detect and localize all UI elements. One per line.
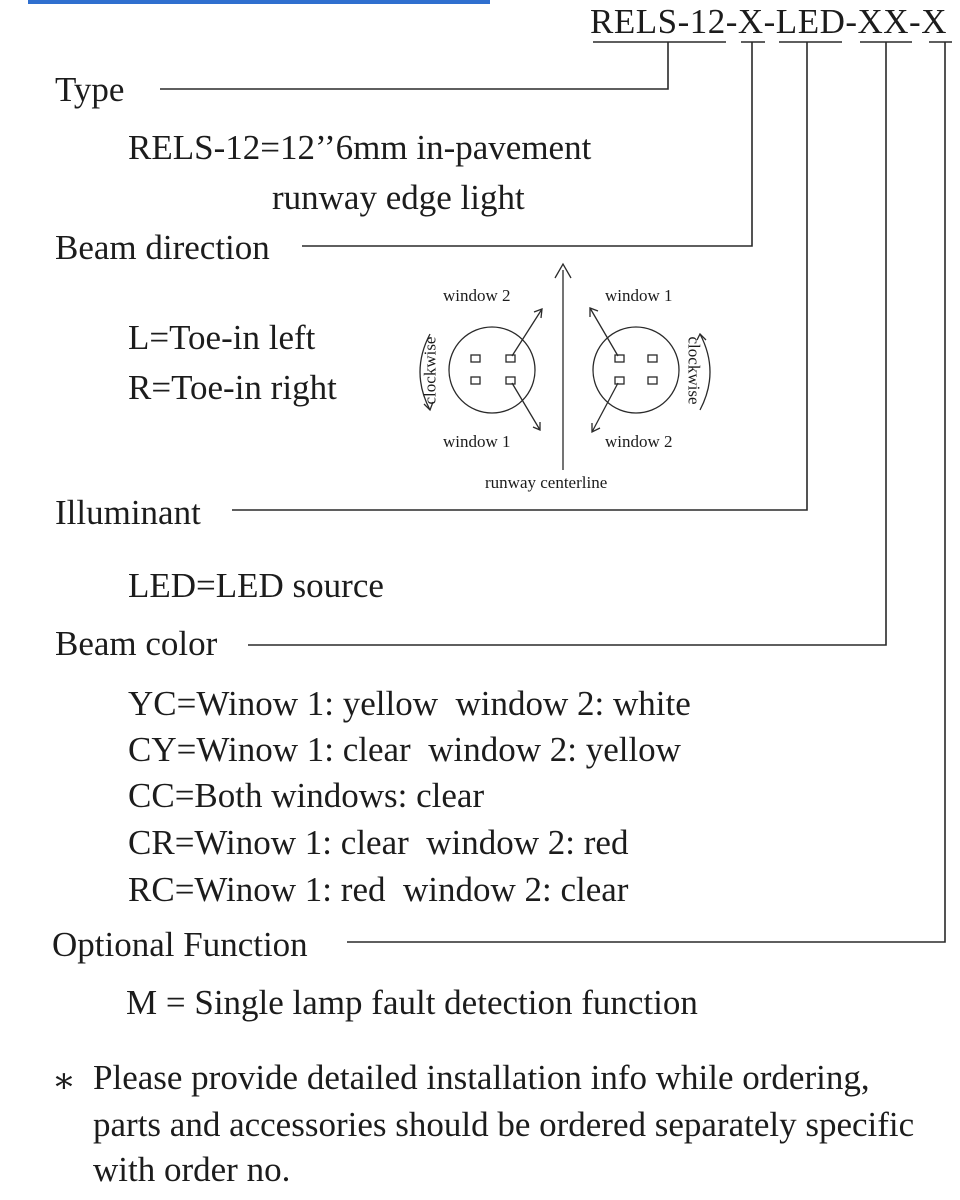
left-fixture-lamp <box>505 354 516 363</box>
beam-color-line: CR=Winow 1: clear window 2: red <box>128 823 629 862</box>
right-rotation-arc <box>699 333 711 411</box>
optional-function-leader <box>347 42 946 943</box>
optional-function-line: M = Single lamp fault detection function <box>126 983 698 1022</box>
illuminant-heading: Illuminant <box>55 493 201 532</box>
illuminant-leader <box>232 42 808 511</box>
beam-color-line: RC=Winow 1: red window 2: clear <box>128 870 629 909</box>
right-window-bottom-label: window 2 <box>605 432 673 451</box>
left-fixture-circle <box>448 326 536 414</box>
beam-color-line: YC=Winow 1: yellow window 2: white <box>128 684 691 723</box>
right-rotation-label: clockwise <box>684 336 704 405</box>
right-arrow-window-1 <box>589 307 619 357</box>
left-arrow-window-2 <box>511 308 543 357</box>
beam-color-line: CY=Winow 1: clear window 2: yellow <box>128 730 681 769</box>
left-fixture-lamp <box>505 376 516 385</box>
right-fixture-lamp <box>647 376 658 385</box>
left-rotation-arc <box>419 333 431 411</box>
right-fixture-circle <box>592 326 680 414</box>
model-code: RELS-12-X-LED-XX-X <box>590 2 947 41</box>
right-arrow-window-2 <box>591 382 619 433</box>
accent-rule <box>28 0 490 4</box>
left-rotation-label: clockwise <box>420 336 440 405</box>
type-line: runway edge light <box>272 178 525 217</box>
left-fixture-lamp <box>470 354 481 363</box>
beam-direction-line: L=Toe-in left <box>128 318 316 357</box>
left-window-bottom-label: window 1 <box>443 432 511 451</box>
right-fixture-lamp <box>647 354 658 363</box>
note-marker: ∗ <box>52 1061 76 1100</box>
note-line: parts and accessories should be ordered … <box>93 1105 915 1144</box>
beam-direction-leader <box>302 42 753 247</box>
beam-direction-heading: Beam direction <box>55 228 270 267</box>
type-heading: Type <box>55 70 125 109</box>
beam-color-leader <box>248 42 887 646</box>
type-line: RELS-12=12’’6mm in-pavement <box>128 128 592 167</box>
illuminant-line: LED=LED source <box>128 566 384 605</box>
centerline-label: runway centerline <box>485 473 608 492</box>
note-line: Please provide detailed installation inf… <box>93 1058 870 1097</box>
optional-function-heading: Optional Function <box>52 925 308 964</box>
right-fixture-lamp <box>614 376 625 385</box>
right-fixture-lamp <box>614 354 625 363</box>
beam-direction-line: R=Toe-in right <box>128 368 337 407</box>
left-arrow-window-1 <box>511 382 541 431</box>
left-window-top-label: window 2 <box>443 286 511 305</box>
beam-direction-diagram <box>419 262 711 470</box>
left-fixture-lamp <box>470 376 481 385</box>
beam-color-line: CC=Both windows: clear <box>128 776 485 815</box>
centerline-arrowhead <box>554 262 572 279</box>
right-window-top-label: window 1 <box>605 286 673 305</box>
beam-color-heading: Beam color <box>55 624 218 663</box>
note-line: with order no. <box>93 1150 291 1189</box>
type-leader <box>160 42 669 90</box>
